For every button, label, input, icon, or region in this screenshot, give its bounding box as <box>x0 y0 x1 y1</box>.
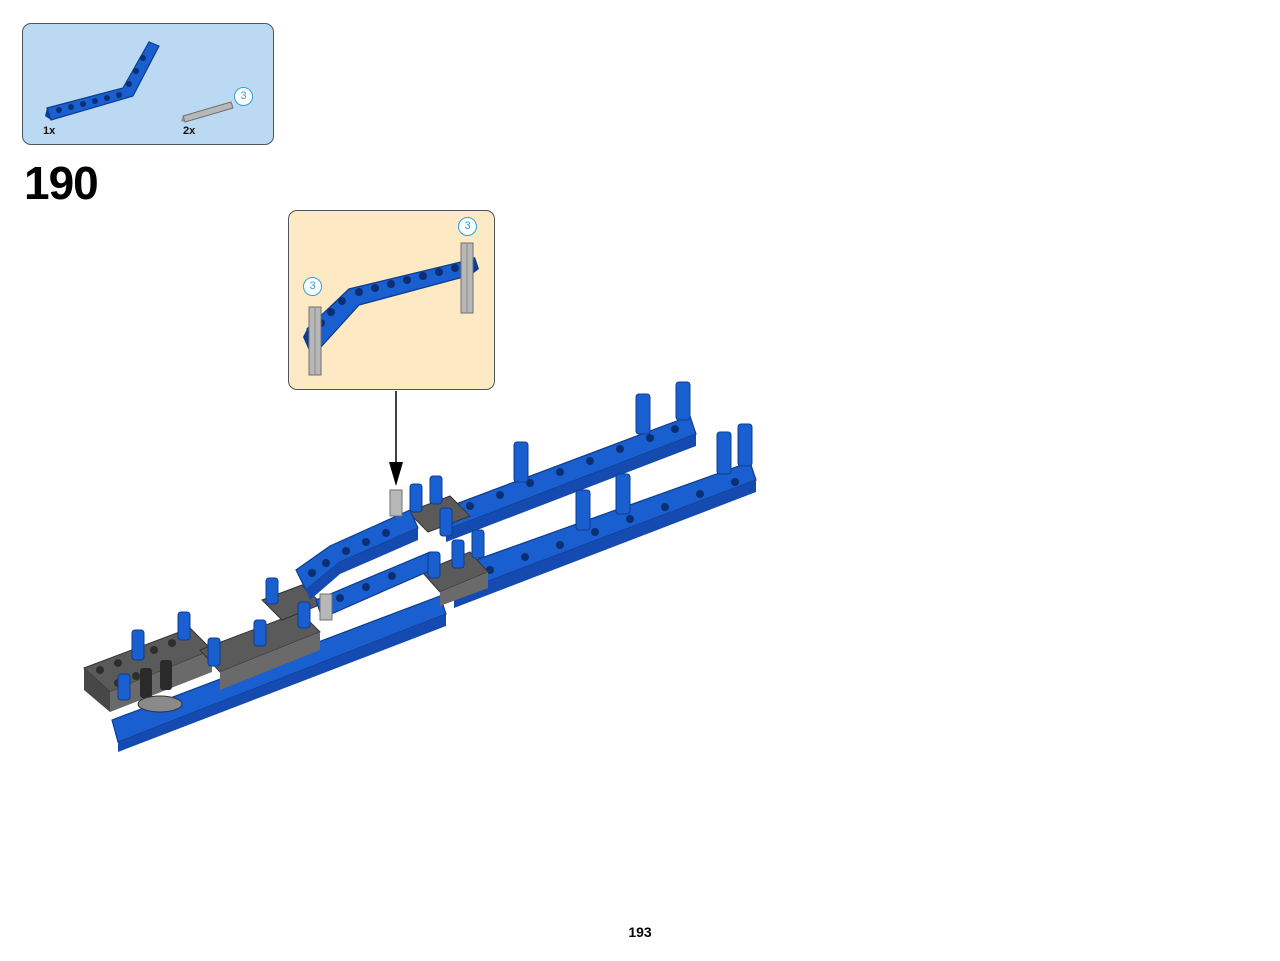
model-axle-lower <box>319 593 333 621</box>
axle-length-badge: 3 <box>234 87 253 106</box>
parts-illustration <box>45 41 234 123</box>
axle-right-icon <box>460 242 474 314</box>
part-quantity-beam: 1x <box>43 125 56 137</box>
bent-beam-icon <box>45 41 160 121</box>
subassembly-callout: 3 3 <box>288 210 495 390</box>
page-number: 193 <box>628 924 652 940</box>
parts-list-box: 1x 2x 3 <box>22 23 274 145</box>
placed-bent-beam <box>295 509 437 619</box>
black-connectors <box>137 660 183 713</box>
step-number: 190 <box>24 157 99 209</box>
front-long-beam <box>447 461 757 608</box>
part-quantity-axle: 2x <box>183 125 196 137</box>
lower-long-beam <box>111 595 447 752</box>
axle-icon <box>181 101 234 123</box>
placement-arrow <box>389 391 403 486</box>
blue-pins <box>117 381 753 701</box>
axle-left-icon <box>308 306 322 376</box>
axle-badge-left: 3 <box>303 277 322 296</box>
model-axle-upper <box>389 489 403 517</box>
grey-frame-upper <box>261 495 489 621</box>
subassembly-illustration <box>303 242 479 376</box>
axle-badge-right: 3 <box>458 217 477 236</box>
